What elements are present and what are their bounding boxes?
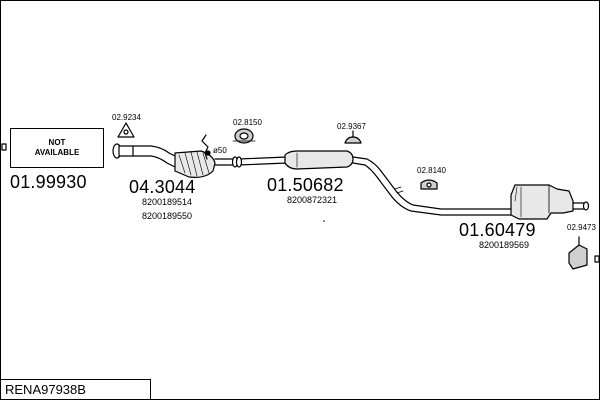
part-4-oem-1: 8200189569 <box>479 240 530 250</box>
rubber-mount-02-8150 <box>232 128 256 144</box>
intermediate-pipe <box>235 156 288 168</box>
accessory-code-1: 02.9234 <box>112 113 141 122</box>
accessory-code-5: 02.9473 <box>567 223 596 232</box>
accessory-code-3: 02.9367 <box>337 122 366 131</box>
part-code-2: 04.3044 <box>129 177 196 197</box>
right-edge-mark <box>594 255 599 263</box>
rubber-mount-02-8140 <box>420 179 438 190</box>
marker-dot <box>323 220 325 222</box>
middle-silencer <box>284 150 354 170</box>
reference-box: RENA97938B <box>1 379 151 399</box>
lambda-sensor <box>201 134 211 160</box>
rear-silencer <box>510 184 590 220</box>
not-available-line2: AVAILABLE <box>34 148 80 157</box>
part-code-3: 01.50682 <box>267 175 344 195</box>
part-2-oem-2: 8200189550 <box>142 211 193 221</box>
bracket-02-9473 <box>568 236 588 270</box>
part-code-4: 01.60479 <box>459 220 536 240</box>
front-pipe <box>112 143 178 168</box>
not-available-line1: NOT <box>48 137 66 147</box>
accessory-code-4: 02.8140 <box>417 166 446 175</box>
part-3-oem-1: 8200872321 <box>287 195 338 205</box>
accessory-code-2: 02.8150 <box>233 118 262 127</box>
not-available-box: NOT AVAILABLE <box>10 128 104 168</box>
reference-code: RENA97938B <box>5 382 86 397</box>
part-2-oem-1: 8200189514 <box>142 197 193 207</box>
part-code-1: 01.99930 <box>10 172 87 192</box>
clamp-02-9234 <box>117 122 135 138</box>
rear-connecting-pipe <box>352 156 512 216</box>
left-edge-mark <box>1 143 7 151</box>
sensor-diameter-label: ø50 <box>213 146 227 155</box>
rubber-mount-02-9367 <box>344 130 362 144</box>
